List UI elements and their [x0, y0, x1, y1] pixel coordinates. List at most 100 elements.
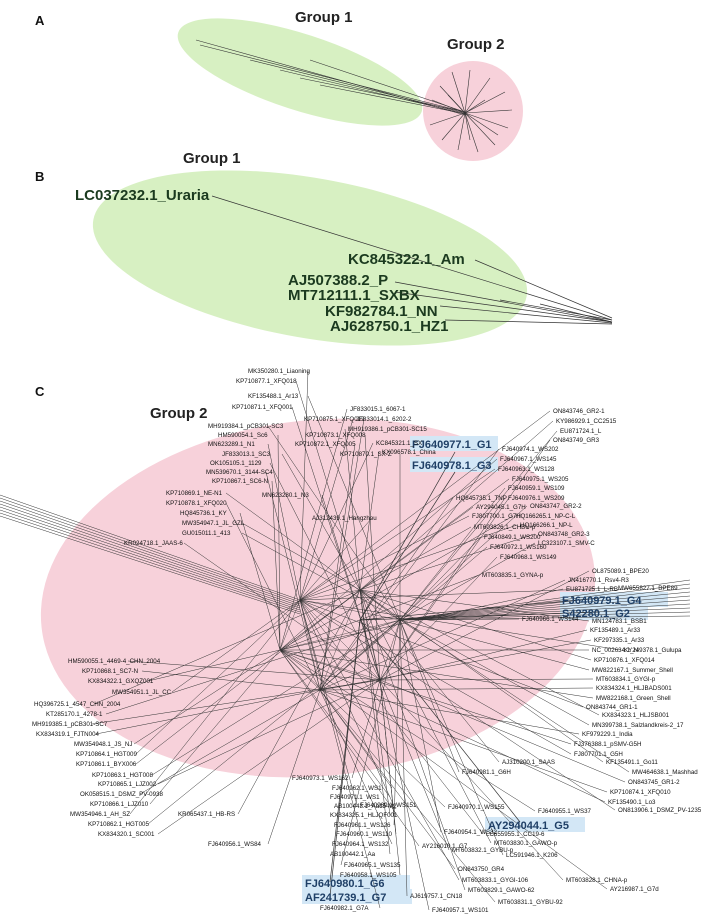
taxon-label: KF135489.1_Ar33: [590, 627, 641, 634]
taxon-label: KF135488.1_Ar13: [248, 393, 299, 400]
taxon-label: MN124783.1_BSB1: [592, 618, 647, 625]
network-branch: [359, 451, 456, 621]
branch-label-b-4: MT712111.1_SXBX: [288, 287, 420, 304]
taxon-label: JF833013.1_SC3: [222, 451, 271, 458]
network-branch: [399, 595, 691, 621]
highlight-boxes: [302, 436, 668, 904]
network-branch: [359, 471, 456, 621]
group1-label-b: Group 1: [183, 150, 241, 167]
taxon-label: KP710874.1_XFQ010: [610, 789, 671, 796]
group2-circle-a: [423, 61, 523, 161]
taxon-label: KY249378.1_Gulupa: [624, 647, 682, 654]
network-branch: [299, 599, 584, 708]
network-branch: [295, 380, 361, 591]
network-branch: [95, 689, 321, 735]
network-branch: [279, 649, 391, 798]
network-branch: [399, 579, 691, 621]
taxon-label: KP710875.1_XFQ012: [304, 416, 365, 423]
taxon-label: FJ640964.1_WS132: [332, 841, 389, 848]
taxon-label: MT603832.1_GYBU-p: [452, 847, 514, 854]
network-branch: [135, 599, 301, 755]
network-branch: [151, 619, 401, 776]
network-branch: [0, 509, 301, 611]
taxon-label: KX834319.1_FJTN004: [36, 731, 100, 738]
network-branch: [319, 689, 496, 903]
taxon-label: KP710872.1_XFQ005: [295, 441, 356, 448]
network-branch: [399, 591, 691, 621]
taxon-label: KX834324.1_HLJBADS001: [596, 685, 672, 692]
network-branch: [279, 649, 446, 808]
taxon-label: ON843747_GR2-2: [530, 503, 582, 510]
group1-ellipse-a: [177, 18, 423, 126]
network-branch: [379, 679, 564, 881]
taxon-label: LC591946.1_K206: [506, 852, 558, 859]
taxon-label: MT603833.1_GYGI-106: [462, 877, 529, 884]
taxon-label: MW464638.1_Mashhad: [632, 769, 698, 776]
taxon-label: HM590054.1_Sc6: [218, 432, 268, 439]
network-branch: [157, 679, 381, 835]
taxon-label: FJ640961.1_WS126: [334, 822, 391, 829]
taxon-label: MW354951.1_JL_CC: [112, 689, 172, 696]
taxon-label: MW655827.1_BPE89: [618, 585, 678, 592]
taxon-label: KP710877.1_XFQ018: [236, 378, 297, 385]
taxon-label: MW354946.1_AH_SZ: [70, 811, 130, 818]
network-branch: [379, 679, 401, 876]
network-branch: [149, 649, 281, 805]
network-branch: [241, 532, 401, 621]
taxon-label: MN399738.1_Salzlandkreis-2_17: [592, 722, 684, 729]
network-branch: [307, 395, 401, 621]
taxon-label: MK350280.1_Liaoning: [248, 368, 310, 375]
taxon-label: FJ640960.1_WS110: [336, 831, 393, 838]
highlight-label-g5: AY294044.1_G5: [488, 820, 569, 832]
group1-ellipse-b: [92, 170, 528, 346]
taxon-label: MH919386.1_pCB301-SC15: [348, 426, 427, 433]
network-branch: [0, 500, 301, 605]
network-branch: [319, 689, 393, 789]
network-branch: [379, 570, 590, 681]
network-branch: [279, 649, 572, 745]
network-branch: [359, 589, 391, 855]
network-branch: [225, 502, 321, 691]
network-branch: [319, 639, 592, 691]
taxon-label: FJ640970.1_WS155: [448, 804, 505, 811]
network-branch: [135, 589, 361, 765]
network-branch: [225, 492, 401, 621]
network-branch: [271, 480, 281, 651]
taxon-label: FJ640969.1_WS151: [360, 802, 417, 809]
taxon-label: KX096578.1_China: [382, 449, 436, 456]
network-branch: [359, 589, 600, 716]
tree-c-branches: [0, 370, 691, 911]
taxon-label: MT603828.1_CHNA-p: [566, 877, 628, 884]
network-branch: [279, 619, 401, 651]
network-branch: [299, 589, 361, 601]
network-branch: [399, 587, 691, 621]
taxon-label: KF979229.1_India: [582, 731, 633, 738]
taxon-label: KP710862.1_HGT005: [88, 821, 149, 828]
network-branch: [281, 453, 361, 591]
network-branch: [359, 589, 466, 891]
network-branch: [359, 526, 472, 591]
network-branch: [299, 468, 496, 601]
network-branch: [399, 619, 442, 833]
network-branch: [279, 649, 381, 681]
panel-c: C Group 2 FJ640977.1_G1 FJ640978.1_G3 FJ…: [0, 368, 702, 914]
taxon-label: FJ640959.1_WS109: [508, 485, 565, 492]
network-branch: [299, 599, 395, 807]
taxon-label: MW354947.1_JL_GZL: [182, 520, 245, 527]
taxon-label: KR065437.1_HB-RS: [178, 811, 235, 818]
taxon-label: KX834325.1_HLJQF001: [330, 812, 398, 819]
taxon-label: FJ640958.1_WS105: [340, 872, 397, 879]
taxon-label: AY294045.1_G7H: [476, 504, 526, 511]
highlight-label-g6: FJ640980.1_G6: [305, 878, 385, 890]
taxon-label: KP710878.1_XFQ020: [166, 500, 227, 507]
taxon-label: HQ845735.1_TNP: [456, 495, 507, 502]
taxon-label: LC323107.1_SMV-C: [538, 540, 595, 547]
network-branch: [279, 458, 498, 651]
network-branch: [299, 599, 484, 835]
group2-label-a: Group 2: [447, 36, 505, 53]
taxon-label: KP710861.1_BYX006: [76, 761, 137, 768]
taxon-label: KP710873.1_XFQ008: [305, 432, 366, 439]
network-branch: [291, 406, 381, 681]
network-branch: [359, 533, 536, 591]
network-branch: [141, 670, 321, 691]
